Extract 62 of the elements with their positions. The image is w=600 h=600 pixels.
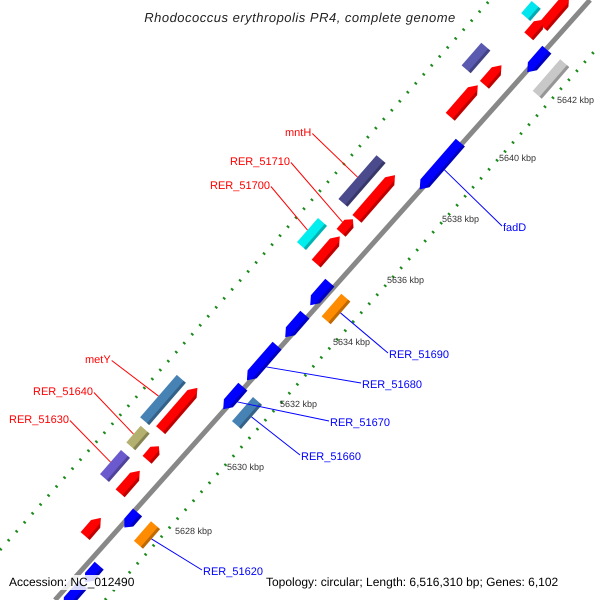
position-tick-label: 5642 kbp: [557, 95, 594, 105]
position-tick-label: 5634 kbp: [333, 337, 370, 347]
leader-line: [266, 366, 362, 384]
leader-line: [237, 401, 330, 422]
gene-feature: [134, 521, 160, 549]
gene-feature: [232, 397, 262, 429]
gene-feature: [246, 342, 282, 380]
leader-line: [290, 162, 343, 223]
gene-feature: [480, 65, 502, 89]
gene-label: RER_51680: [362, 379, 422, 392]
title: Rhodococcus erythropolis PR4, complete genome: [144, 10, 456, 25]
gene-feature: [124, 508, 142, 528]
leader-line: [270, 186, 308, 231]
gene-label: RER_51710: [230, 156, 290, 169]
leader-line: [444, 169, 502, 226]
gene-feature: [285, 310, 310, 338]
position-tick-label: 5632 kbp: [280, 399, 318, 409]
leader-line: [151, 538, 202, 570]
position-tick-label: 5638 kbp: [442, 214, 480, 224]
gene-label: RER_51700: [210, 180, 270, 193]
leader-line: [111, 360, 159, 397]
gene-feature: [100, 450, 130, 482]
gene-feature: [310, 278, 334, 306]
gene-feature: [338, 155, 386, 207]
gene-label: RER_51670: [330, 417, 390, 430]
leader-line: [251, 416, 300, 456]
gene-feature: [336, 219, 354, 237]
leader-line: [93, 392, 134, 435]
position-tick-label: 5636 kbp: [387, 275, 424, 285]
gene-feature: [446, 85, 478, 121]
gene-feature: [140, 374, 186, 426]
position-tick-label: 5640 kbp: [499, 153, 536, 163]
gene-label: metY: [85, 354, 111, 367]
gene-feature: [116, 470, 140, 498]
gene-label: RER_51660: [301, 451, 361, 464]
gene-feature: [223, 382, 248, 410]
gene-feature: [527, 46, 552, 72]
gene-feature: [126, 426, 150, 450]
position-tick-label: 5628 kbp: [175, 526, 212, 536]
gene-label: fadD: [503, 222, 526, 235]
position-tick-label: 5630 kbp: [227, 462, 264, 472]
gene-feature: [297, 218, 327, 250]
footer-text: Topology: circular; Length: 6,516,310 bp; Genes: 6,102: [266, 575, 558, 590]
gene-feature: [521, 1, 541, 21]
gene-label: mntH: [285, 127, 312, 140]
gene-feature: [156, 388, 198, 434]
gene-feature: [352, 175, 395, 223]
gene-feature: [80, 518, 101, 540]
gene-feature: [524, 20, 544, 40]
gene-feature: [322, 294, 350, 324]
footer-text: Accession: NC_012490: [9, 575, 134, 590]
leader-line: [69, 420, 111, 463]
gene-feature: [420, 138, 465, 190]
gene-feature: [462, 42, 490, 74]
gene-feature: [312, 236, 340, 268]
gene-label: RER_51620: [203, 566, 263, 579]
leader-line: [340, 312, 388, 354]
gene-label: RER_51640: [33, 386, 93, 399]
gene-label: RER_51690: [389, 349, 449, 362]
gene-label: RER_51630: [9, 414, 69, 427]
leader-line: [312, 133, 358, 178]
gene-feature: [142, 446, 160, 464]
